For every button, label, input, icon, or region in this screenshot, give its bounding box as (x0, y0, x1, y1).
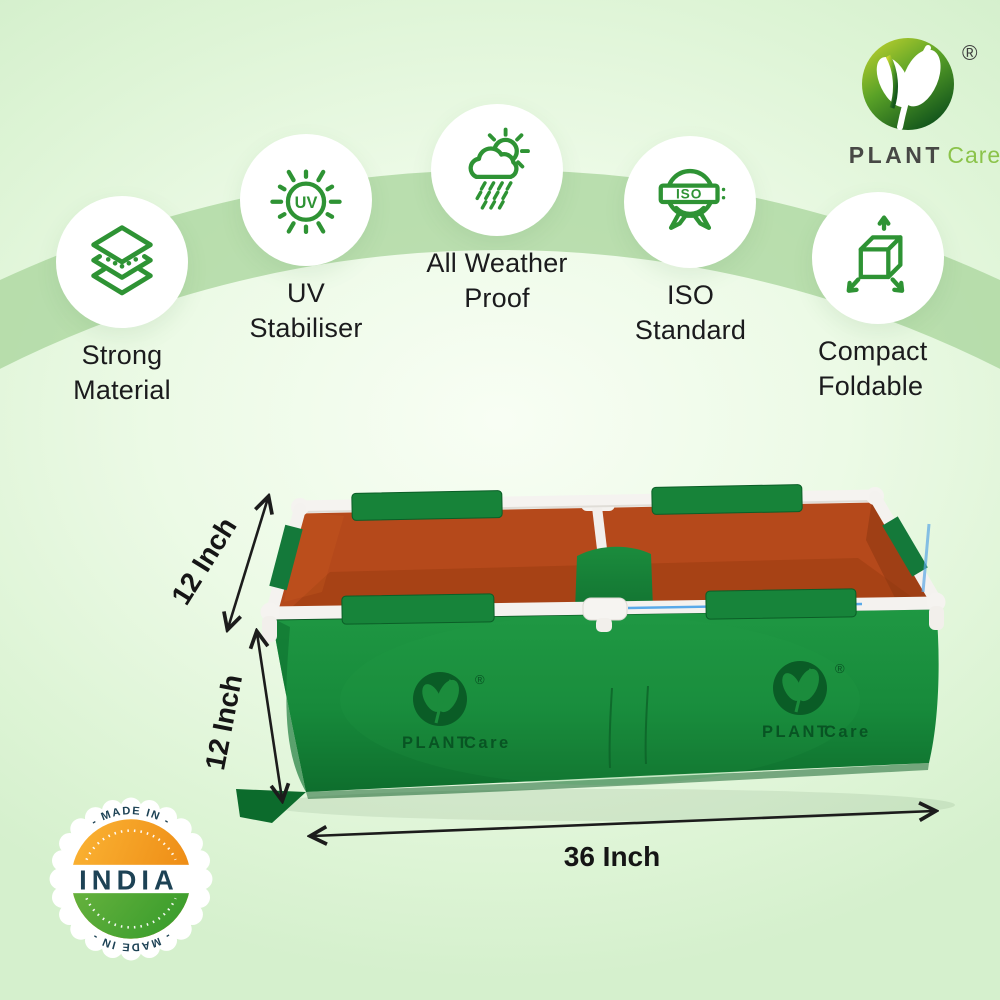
back-rail-green-sleeve (351, 490, 503, 521)
width-dimension-label: 36 Inch (564, 841, 660, 872)
iso-ribbon-badge-icon: ISO (658, 168, 726, 230)
front-rail-green-sleeve (341, 593, 495, 625)
printed-brand-primary: PLANT (402, 734, 470, 752)
front-rail-green-sleeve (705, 588, 857, 620)
feature-label: All Weather Proof (426, 248, 568, 313)
feature-label: UV Stabiliser (249, 278, 363, 343)
registered-mark: ® (962, 42, 978, 65)
sun-cloud-rain-icon (468, 127, 530, 210)
feature-label: Strong Material (73, 340, 171, 405)
dimension-arrows (228, 498, 934, 836)
front-right-corner-stub (929, 606, 944, 630)
made-in-india-badge: INDIA - MADE IN - - MADE IN - (49, 797, 213, 961)
bag-front-panel (272, 607, 939, 792)
back-rail-green-sleeve (651, 484, 803, 515)
brand-wordmark: PLANT Care (840, 142, 1000, 169)
registered-mark: ® (835, 661, 845, 676)
grow-bag: ® PLANT Care ® PLANT Care (236, 484, 946, 823)
panel-crease (608, 687, 613, 769)
width-dimension-arrow (312, 811, 934, 836)
feature-icon-circle (431, 104, 563, 236)
printed-brand-primary: PLANT (762, 723, 830, 741)
height-dimension-label: 12 Inch (199, 672, 248, 773)
brand-name-primary: PLANT (848, 142, 943, 168)
front-center-stub (596, 618, 612, 632)
feature-icon-circle (812, 192, 944, 324)
registered-mark: ® (475, 672, 485, 687)
cube-expand-arrows-icon (846, 215, 905, 293)
badge-green-half (71, 879, 191, 939)
iso-icon-text: ISO (676, 187, 702, 202)
depth-dimension-label: 12 Inch (165, 512, 242, 610)
printed-brand-secondary: Care (464, 734, 511, 752)
printed-logo: ® PLANT Care (762, 661, 871, 741)
brand-name-secondary: Care (947, 142, 1000, 168)
brand-logo: ® PLANT Care (840, 30, 1000, 169)
feature-icon-circle: UV (240, 134, 372, 266)
badge-country-text: INDIA (79, 865, 179, 896)
height-dimension-arrow (257, 633, 282, 799)
feature-icon-circle: ISO (624, 136, 756, 268)
uv-sun-icon: UV (270, 169, 342, 234)
panel-crease (644, 685, 649, 765)
front-center-fitting (582, 597, 628, 621)
right-side-green-sleeve (882, 516, 928, 577)
panel-highlight (340, 615, 860, 785)
depth-dimension-arrow (228, 498, 268, 628)
feature-icon-circle (56, 196, 188, 328)
leaf-circle-icon (862, 38, 954, 130)
brand-leaf-mark: ® (840, 30, 1000, 136)
blue-pipe-accent (921, 523, 931, 593)
uv-icon-text: UV (295, 194, 318, 212)
front-left-corner-stub (262, 616, 277, 642)
layers-icon (91, 225, 153, 296)
printed-logo: ® PLANT Care (402, 672, 511, 752)
left-side-green-sleeve (269, 524, 303, 591)
feature-label: Compact Foldable (818, 336, 928, 401)
printed-brand-secondary: Care (824, 723, 871, 741)
panel-bottom-shade (306, 763, 929, 799)
feature-label: ISO Standard (634, 280, 747, 345)
badge-white-band (65, 864, 197, 894)
